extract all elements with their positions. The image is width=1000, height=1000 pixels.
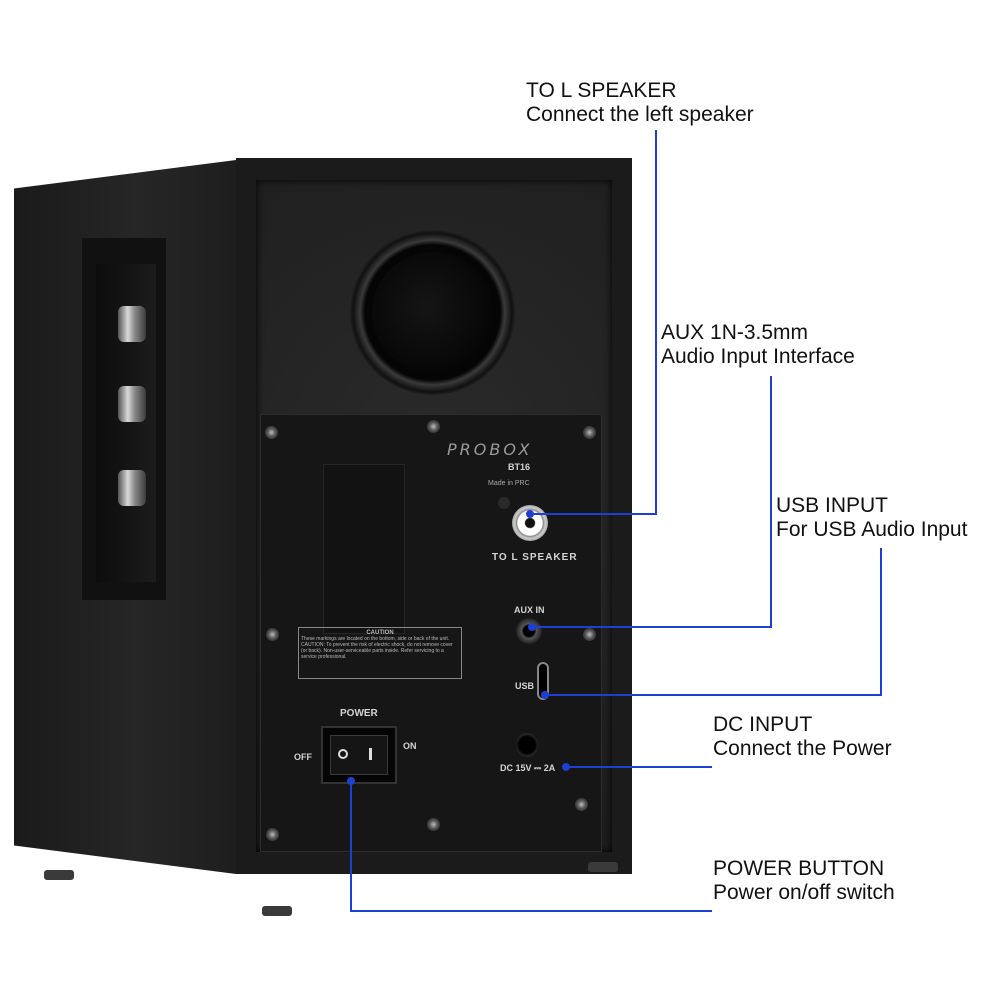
screw-icon xyxy=(575,798,588,811)
callout-line-to-l-speaker xyxy=(655,130,657,514)
speaker-foot xyxy=(588,862,618,872)
volume-knob xyxy=(118,306,146,342)
callout-title: TO L SPEAKER xyxy=(526,79,677,102)
aux-in-label: AUX IN xyxy=(514,605,545,615)
callout-dc: DC INPUT Connect the Power xyxy=(713,713,892,761)
screw-icon xyxy=(265,426,278,439)
screw-icon xyxy=(266,828,279,841)
power-label: POWER xyxy=(340,708,378,719)
callout-title: DC INPUT xyxy=(713,713,813,736)
warning-text: These markings are located on the bottom… xyxy=(301,636,453,660)
off-symbol-icon xyxy=(338,749,348,759)
screw-icon xyxy=(427,420,440,433)
callout-desc: For USB Audio Input xyxy=(776,518,968,541)
callout-dot-power xyxy=(347,777,355,785)
callout-dot-aux xyxy=(528,623,536,631)
warning-title: CAUTION xyxy=(366,630,394,636)
callout-line-power xyxy=(350,780,352,912)
screw-icon xyxy=(583,426,596,439)
speaker-foot xyxy=(262,906,292,916)
screw-icon xyxy=(427,818,440,831)
label-area xyxy=(323,464,405,634)
callout-line-aux xyxy=(770,376,772,628)
callout-dot-dc xyxy=(562,763,570,771)
brand-logo: PROBOX xyxy=(447,440,533,459)
callout-line-usb xyxy=(880,548,882,696)
on-label: ON xyxy=(403,741,417,751)
callout-to-l-speaker: TO L SPEAKER Connect the left speaker xyxy=(526,79,754,127)
service-jack xyxy=(498,497,510,509)
callout-desc: Audio Input Interface xyxy=(661,345,855,368)
callout-desc: Connect the left speaker xyxy=(526,103,754,126)
callout-aux: AUX 1N-3.5mm Audio Input Interface xyxy=(661,321,855,369)
origin-label: Made in PRC xyxy=(488,480,530,487)
off-label: OFF xyxy=(294,752,312,762)
aux-jack xyxy=(516,618,542,644)
to-l-speaker-label: TO L SPEAKER xyxy=(492,552,578,563)
callout-line-to-l-speaker xyxy=(530,513,657,515)
screw-icon xyxy=(266,628,279,641)
speaker-foot xyxy=(44,870,74,880)
callout-dot-usb xyxy=(541,691,549,699)
callout-title: USB INPUT xyxy=(776,494,889,517)
bass-knob xyxy=(118,470,146,506)
usb-c-port xyxy=(537,662,549,700)
treble-knob xyxy=(118,386,146,422)
callout-title: POWER BUTTON xyxy=(713,857,885,880)
callout-usb: USB INPUT For USB Audio Input xyxy=(776,494,967,542)
model-label: BT16 xyxy=(508,462,531,472)
bass-port xyxy=(372,252,493,373)
on-symbol-icon xyxy=(369,748,372,760)
callout-desc: Connect the Power xyxy=(713,737,892,760)
dc-label: DC 15V ⎓ 2A xyxy=(500,763,556,773)
callout-line-power xyxy=(350,910,712,912)
callout-line-aux xyxy=(532,626,772,628)
warning-label: CAUTION These markings are located on th… xyxy=(298,627,462,679)
usb-label: USB xyxy=(515,681,535,691)
callout-line-dc xyxy=(566,766,712,768)
callout-title: AUX 1N-3.5mm xyxy=(661,321,809,344)
callout-dot-to-l-speaker xyxy=(526,510,534,518)
dc-jack xyxy=(516,733,538,757)
callout-desc: Power on/off switch xyxy=(713,881,895,904)
connector-plate xyxy=(260,414,602,852)
callout-line-usb xyxy=(545,694,882,696)
screw-icon xyxy=(583,628,596,641)
callout-power: POWER BUTTON Power on/off switch xyxy=(713,857,895,905)
